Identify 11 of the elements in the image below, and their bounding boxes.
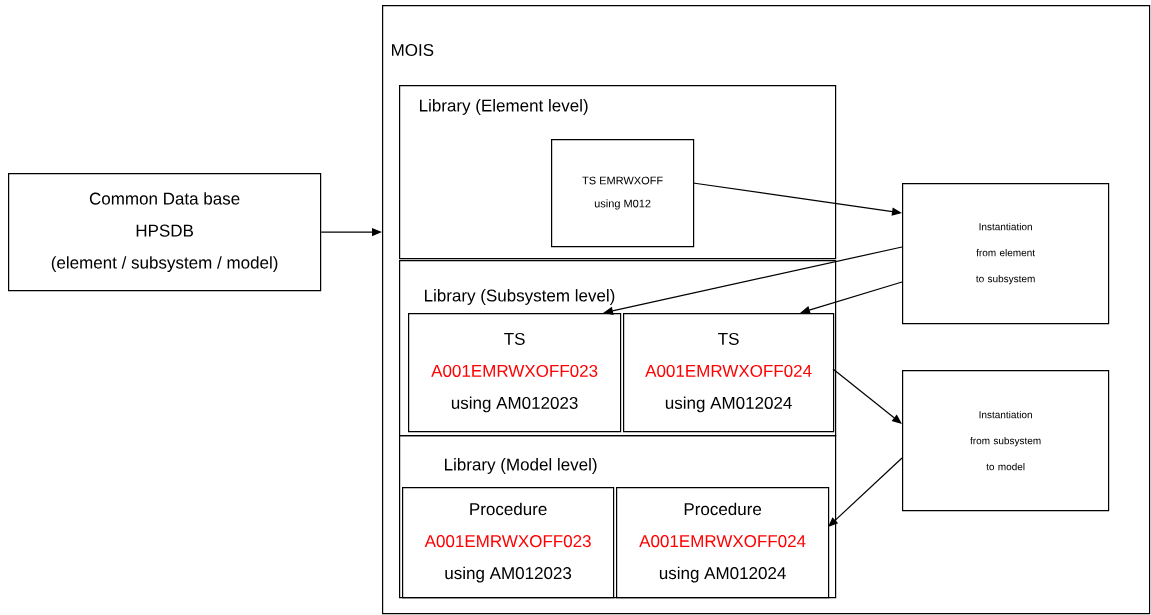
arrow xyxy=(832,368,902,424)
element-box: TS EMRWXOFF using M012 xyxy=(551,139,695,248)
arrow xyxy=(800,281,903,315)
arrow xyxy=(828,457,903,527)
process-box: Instantiation from element to subsystem xyxy=(902,183,1110,325)
process-box: Instantiation from subsystem to model xyxy=(902,370,1110,512)
element-box: TS A001EMRWXOFF023 using AM012023 xyxy=(408,313,622,433)
procedure-box: Procedure A001EMRWXOFF023 using AM012023 xyxy=(402,487,615,599)
element-box: TS A001EMRWXOFF024 using AM012024 xyxy=(623,313,835,433)
database-box: Common Data base HPSDB (element / subsystem / model) xyxy=(8,173,322,292)
procedure-box: Procedure A001EMRWXOFF024 using AM012024 xyxy=(616,487,830,599)
